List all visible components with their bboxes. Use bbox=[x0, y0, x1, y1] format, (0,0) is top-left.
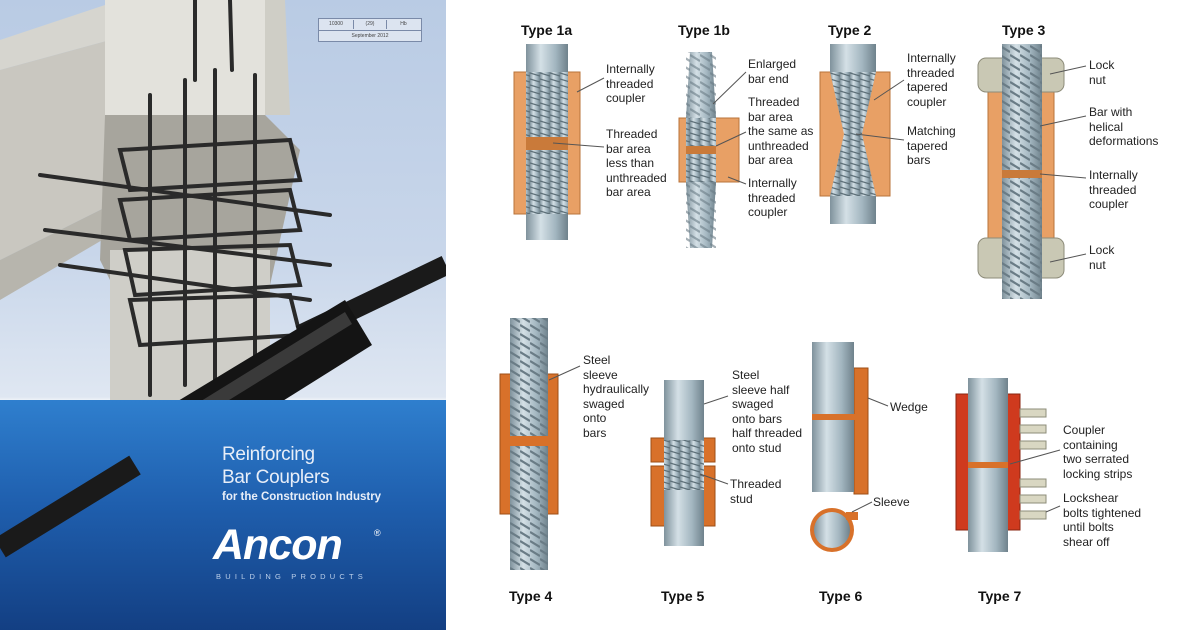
type-7-title: Type 7 bbox=[978, 588, 1022, 604]
type-7-diagram bbox=[955, 378, 1061, 552]
type-6-title: Type 6 bbox=[819, 588, 863, 604]
type-1a-title: Type 1a bbox=[521, 22, 573, 38]
type-2-coupler-label: Internally threaded tapered coupler bbox=[907, 51, 956, 109]
type-6-sleeve-label: Sleeve bbox=[873, 495, 910, 509]
type-3-bar-label: Bar with helical deformations bbox=[1089, 105, 1159, 149]
brand-subtitle: BUILDING PRODUCTS bbox=[216, 572, 367, 581]
type-3-locknut-top-label: Lock nut bbox=[1089, 58, 1115, 87]
ref-code: 10300 bbox=[319, 20, 354, 29]
type-6-wedge-label: Wedge bbox=[890, 400, 928, 414]
brand-logo: Ancon bbox=[213, 521, 343, 569]
type-7-bolts-label: Lockshear bolts tightened until bolts sh… bbox=[1063, 491, 1142, 549]
type-1b-coupler-label: Internally threaded coupler bbox=[748, 176, 797, 220]
type-2-diagram bbox=[819, 44, 905, 224]
reference-table: 10300 (29) Hb September 2012 bbox=[318, 18, 422, 42]
type-4-title: Type 4 bbox=[509, 588, 553, 604]
type-6-diagram bbox=[810, 342, 889, 552]
type-3-locknut-bottom-label: Lock nut bbox=[1089, 243, 1115, 272]
type-3-diagram bbox=[977, 44, 1087, 299]
type-5-sleeve-label: Steel sleeve half swaged onto bars half … bbox=[732, 368, 803, 455]
type-4-sleeve-label: Steel sleeve hydraulically swaged onto b… bbox=[583, 353, 650, 440]
registered-mark: ® bbox=[374, 528, 381, 538]
type-3-title: Type 3 bbox=[1002, 22, 1046, 38]
type-5-diagram bbox=[650, 380, 729, 546]
type-4-diagram bbox=[499, 318, 581, 570]
type-7-coupler-label: Coupler containing two serrated locking … bbox=[1063, 423, 1133, 481]
ref-number: (29) bbox=[354, 20, 387, 29]
cover-title-line1: Reinforcing bbox=[222, 444, 315, 465]
type-1a-bar-area-label: Threaded bar area less than unthreaded b… bbox=[606, 127, 667, 200]
type-1b-bar-area-label: Threaded bar area the same as unthreaded… bbox=[748, 95, 814, 168]
cover-subtitle: for the Construction Industry bbox=[222, 491, 382, 503]
brochure-cover: 10300 (29) Hb September 2012 Reinforcing… bbox=[0, 0, 446, 630]
type-2-bars-label: Matching tapered bars bbox=[907, 124, 956, 168]
cover-illustration bbox=[0, 0, 446, 554]
cover-bar-overlay bbox=[0, 455, 141, 558]
type-1b-diagram bbox=[678, 52, 747, 248]
type-1a-coupler-label: Internally threaded coupler bbox=[606, 62, 655, 106]
type-5-title: Type 5 bbox=[661, 588, 705, 604]
type-3-coupler-label: Internally threaded coupler bbox=[1089, 168, 1138, 212]
cover-title-line2: Bar Couplers bbox=[222, 467, 330, 488]
type-2-title: Type 2 bbox=[828, 22, 872, 38]
ref-class: Hb bbox=[400, 21, 407, 27]
type-1a-diagram bbox=[513, 44, 605, 240]
type-1b-enlarged-label: Enlarged bar end bbox=[748, 57, 797, 86]
ref-date: September 2012 bbox=[319, 30, 421, 41]
type-5-stud-label: Threaded stud bbox=[730, 477, 782, 506]
type-1b-title: Type 1b bbox=[678, 22, 730, 38]
